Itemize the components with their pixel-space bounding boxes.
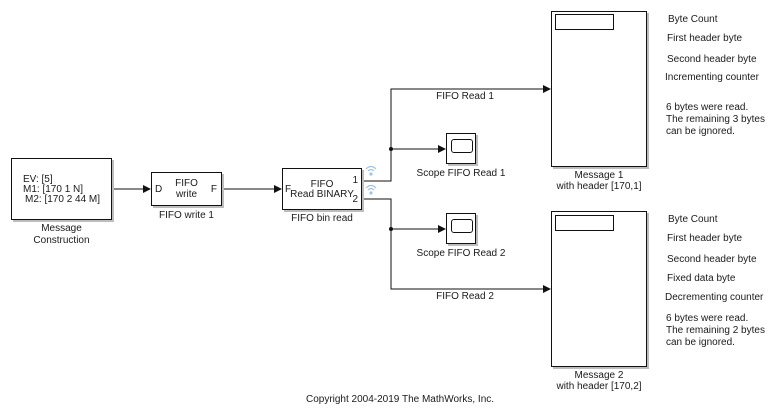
branch-point-2 <box>389 227 393 231</box>
construction-line-1: EV: [5] <box>23 174 53 185</box>
annotation-2-row: Decrementing counter <box>665 292 764 303</box>
annotation-2-note: The remaining 2 bytes <box>666 325 765 336</box>
annotation-2-row: Fixed data byte <box>667 273 736 284</box>
wireless-icon <box>365 184 377 195</box>
display-2-label-2: with header [170,2] <box>556 381 642 392</box>
scope-1-label: Scope FIFO Read 1 <box>416 168 506 179</box>
scope-icon <box>451 219 473 233</box>
annotation-1-note: 6 bytes were read. <box>666 102 749 113</box>
signal-label-read1: FIFO Read 1 <box>436 91 494 102</box>
display-1-value-cell <box>555 14 614 30</box>
scope-icon <box>451 139 473 153</box>
fifo-read-port-2: 2 <box>352 194 358 205</box>
display-1-block[interactable] <box>551 11 647 167</box>
wire-read2-to-display2[interactable] <box>362 198 551 293</box>
fifo-write-title-1: FIFO <box>175 178 198 189</box>
fifo-read-port-f: F <box>285 184 292 195</box>
fifo-write-title-2: write <box>175 189 198 200</box>
annotation-1-row: First header byte <box>667 33 743 44</box>
fifo-write-block[interactable]: D FIFO write F <box>151 172 222 206</box>
construction-line-2: M1: [170 1 N] <box>23 184 84 195</box>
display-2-value-cell <box>555 215 614 231</box>
wireless-icon <box>365 165 377 176</box>
display-1-label-2: with header [170,1] <box>556 181 642 192</box>
fifo-write-port-d: D <box>155 184 163 195</box>
annotation-2-note: 6 bytes were read. <box>666 313 749 324</box>
annotation-1-row: Byte Count <box>668 14 718 25</box>
display-2-block[interactable] <box>551 211 647 367</box>
fifo-read-block[interactable]: F FIFO Read BINARY 1 2 <box>282 168 362 210</box>
fifo-write-port-f: F <box>210 184 217 195</box>
display-2-label-1: Message 2 <box>574 370 624 381</box>
annotation-1-row: Incrementing counter <box>665 72 759 83</box>
annotation-1-note: can be ignored. <box>666 126 735 137</box>
wire-read1-to-display1[interactable] <box>362 85 551 182</box>
fifo-read-title-1: FIFO <box>310 179 334 190</box>
copyright-text: Copyright 2004-2019 The MathWorks, Inc. <box>305 394 495 405</box>
fifo-read-label: FIFO bin read <box>291 213 353 224</box>
fifo-read-port-1: 1 <box>352 175 358 186</box>
branch-point-1 <box>389 147 393 151</box>
annotation-2-row: First header byte <box>667 233 743 244</box>
annotation-1-note: The remaining 3 bytes <box>666 114 765 125</box>
annotation-1-row: Second header byte <box>667 54 757 65</box>
annotation-2-note: can be ignored. <box>666 337 735 348</box>
scope-2-label: Scope FIFO Read 2 <box>416 248 506 259</box>
construction-label-1: Message <box>41 223 82 234</box>
fifo-write-label: FIFO write 1 <box>158 210 214 221</box>
construction-label-2: Construction <box>33 235 90 246</box>
annotation-2-row: Byte Count <box>668 214 718 225</box>
construction-line-3: M2: [170 2 44 M] <box>25 194 101 205</box>
annotation-2-row: Second header byte <box>667 254 757 265</box>
scope-2-block[interactable] <box>446 213 476 244</box>
signal-label-read2: FIFO Read 2 <box>436 291 494 302</box>
fifo-read-title-2: Read BINARY <box>290 189 354 200</box>
message-construction-block[interactable]: EV: [5] M1: [170 1 N] M2: [170 2 44 M] <box>11 158 112 220</box>
scope-1-block[interactable] <box>446 133 476 164</box>
display-1-label-1: Message 1 <box>574 170 624 181</box>
